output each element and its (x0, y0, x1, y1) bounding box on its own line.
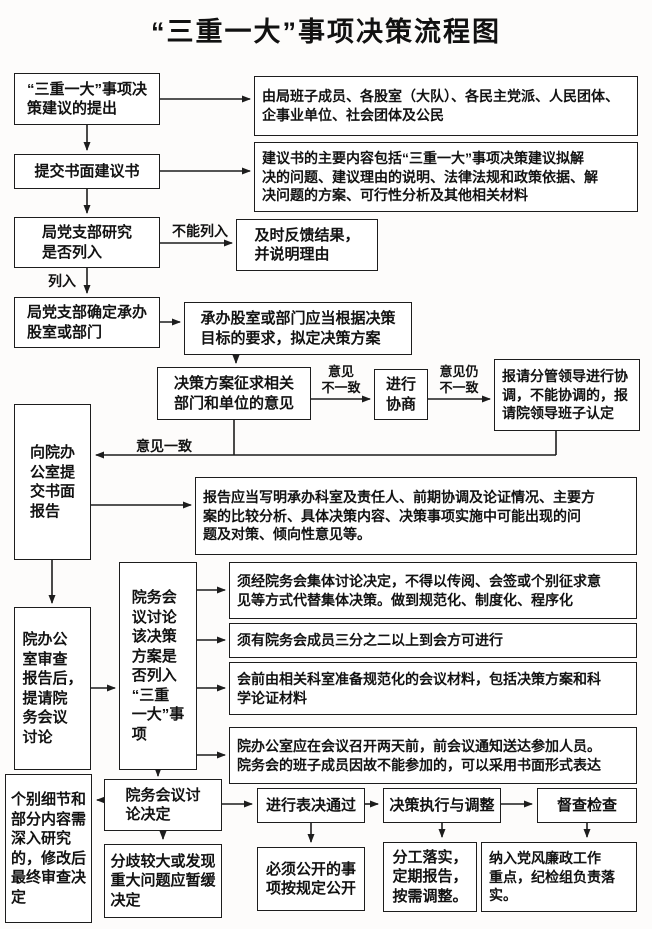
page-title: “三重一大”事项决策流程图 (151, 17, 501, 47)
node-negotiate: 进行 协商 (374, 369, 428, 420)
node-council-meeting: 院务会 议讨论 该决策 方案是 否列入 “三重 一大”事 项 (119, 562, 197, 770)
node-submit-detail: 建议书的主要内容包括“三重一大”事项决策建议拟解 决的问题、建议理由的说明、法律… (254, 142, 638, 212)
node-rule-quorum: 须有院务会成员三分之二以上到会方可进行 (229, 623, 637, 658)
node-written-report: 向院办 公室提 交书面 报告 (14, 404, 91, 560)
node-council-decide: 院务会议讨 论决定 (104, 779, 222, 831)
node-draft-plan: 承办股室或部门应当根据决策 目标的要求，拟定决策方案 (184, 302, 412, 355)
node-publicize: 必须公开的事 项按规定公开 (257, 847, 365, 911)
node-discipline: 纳入党风廉政工作 重点，纪检组负责落 实。 (481, 842, 637, 912)
node-implement: 分工落实， 定期报告， 按需调整。 (383, 842, 477, 912)
node-rule-materials: 会前由相关科室准备规范化的会议材料，包括决策方案和科 学论证材料 (229, 662, 637, 715)
node-coordinate: 报请分管领导进行协 调，不能协调的，报 请院领导班子认定 (494, 359, 640, 431)
node-propose-source: 由局班子成员、各股室（大队）、各民主党派、人民团体、 企事业单位、社会团体及公民 (254, 76, 638, 136)
node-assign-office: 局党支部确定承办 股室或部门 (14, 297, 160, 348)
node-office-review: 院办公 室审查 报告后， 提请院 务会议 讨论 (14, 607, 91, 770)
label-listed: 列入 (48, 273, 76, 289)
label-disagree: 意见 不一致 (321, 364, 361, 395)
node-postpone: 分歧较大或发现 重大问题应暂缓 决定 (104, 844, 222, 918)
node-revise-review: 个别细节和 部分内容需 深入研究 的，修改后 最终审查决 定 (5, 774, 92, 923)
node-vote: 进行表决通过 (257, 788, 365, 823)
node-feedback: 及时反馈结果， 并说明理由 (236, 219, 378, 271)
node-propose: “三重一大”事项决 策建议的提出 (14, 73, 160, 125)
node-branch-review: 局党支部研究 是否列入 (14, 217, 160, 268)
label-still-disagree: 意见仍 不一致 (439, 364, 479, 395)
node-execute-adjust: 决策执行与调整 (383, 788, 501, 823)
node-rule-collective: 须经院务会集体讨论决定，不得以传阅、会签或个别征求意 见等方式代替集体决策。做到… (229, 562, 637, 619)
node-rule-notice: 院办公室应在会议召开两天前，前会议通知送达参加人员。 院务会的班子成员因故不能参… (229, 727, 637, 784)
node-submit: 提交书面建议书 (14, 154, 160, 189)
label-agree: 意见一致 (136, 438, 192, 454)
node-report-detail: 报告应当写明承办科室及责任人、前期协调及论证情况、主要方 案的比较分析、具体决策… (195, 477, 637, 555)
node-supervision: 督查检查 (537, 788, 637, 823)
node-consult: 决策方案征求相关 部门和单位的意见 (157, 367, 311, 420)
label-not-listed: 不能列入 (172, 223, 228, 239)
